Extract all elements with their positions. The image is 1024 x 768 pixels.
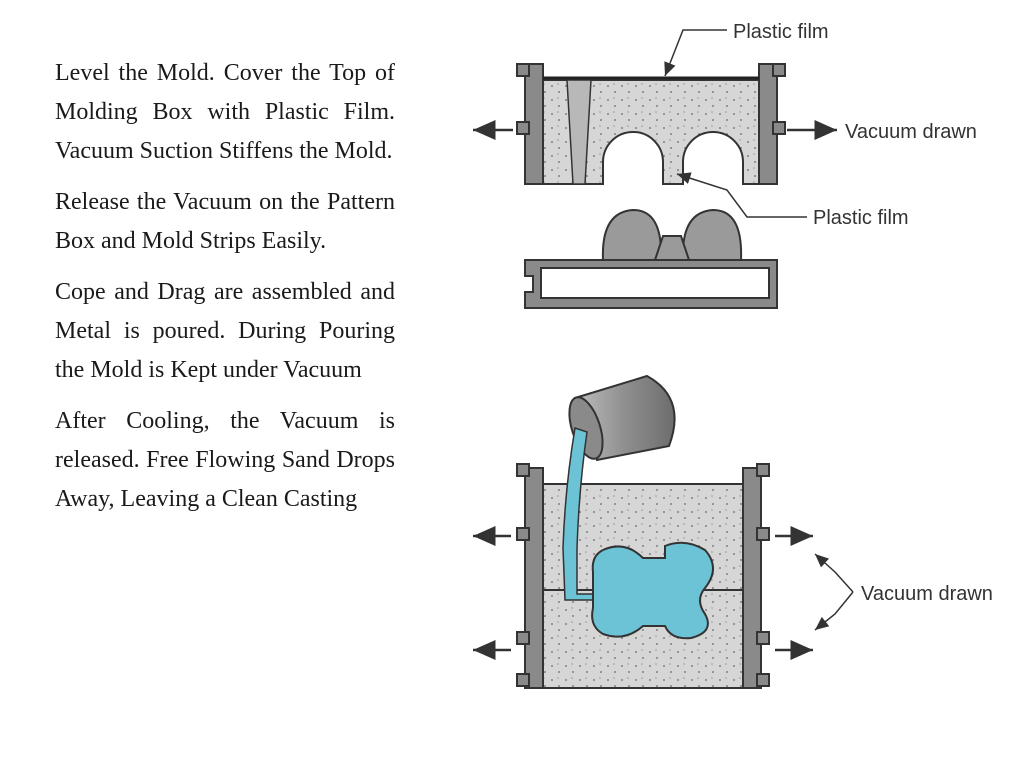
mold-diagram-top: Plastic film Vacuum drawn Plastic film: [465, 12, 1010, 317]
casting-cavity: [591, 541, 714, 640]
step-level-mold: Level the Mold. Cover the Top of Molding…: [55, 60, 395, 164]
mold-diagram-bottom: Vacuum drawn: [465, 368, 1010, 698]
label-vacuum-drawn-top: Vacuum drawn: [845, 121, 977, 143]
step-cooling: After Cooling, the Vacuum is released. F…: [55, 408, 395, 512]
label-plastic-film-bottom: Plastic film: [813, 207, 909, 229]
flask: [516, 463, 770, 689]
description-column: Level the Mold. Cover the Top of Molding…: [55, 54, 395, 531]
label-plastic-film-top: Plastic film: [733, 21, 829, 43]
sprue: [566, 79, 592, 185]
cope-sand: [542, 79, 760, 185]
step-pour-metal: Cope and Drag are assembled and Metal is…: [55, 279, 395, 383]
ladle: [568, 374, 676, 462]
cope-flask: [516, 63, 786, 185]
step-release-vacuum: Release the Vacuum on the Pattern Box an…: [55, 189, 395, 254]
pattern-box: [524, 208, 778, 309]
label-vacuum-drawn-bottom: Vacuum drawn: [861, 583, 993, 605]
